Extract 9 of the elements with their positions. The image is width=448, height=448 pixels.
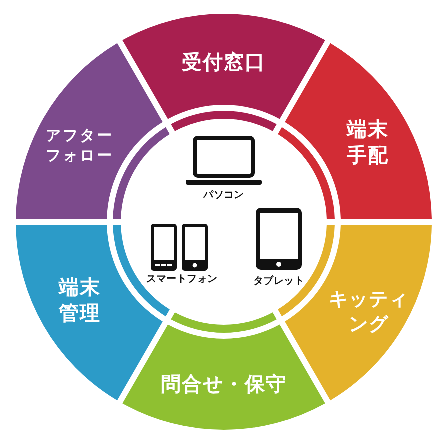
segment-label: 端末手配: [346, 116, 390, 168]
segment-label: 端末管理: [58, 274, 102, 326]
segment-label: アフターフォロー: [45, 126, 115, 166]
device-label: スマートフォン: [146, 274, 218, 286]
segment-label: 問合せ・保守: [161, 371, 287, 397]
segment-label: キッティング: [328, 287, 410, 337]
segment-label: 受付窓口: [182, 49, 266, 75]
device-label: パソコン: [204, 190, 244, 202]
device-label: タブレット: [254, 276, 304, 288]
